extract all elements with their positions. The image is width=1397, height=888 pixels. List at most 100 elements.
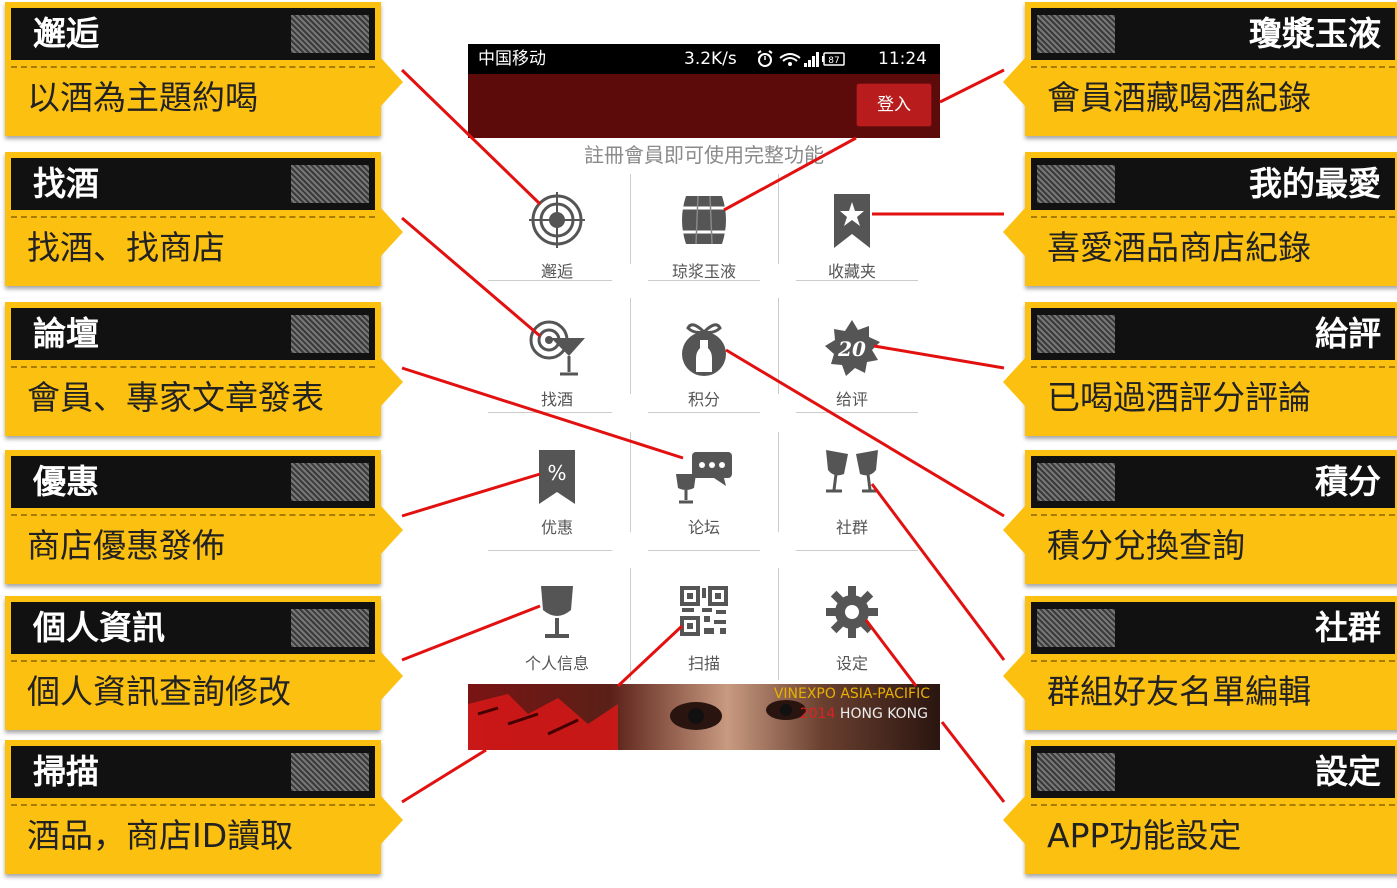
callout-desc: 積分兌換查詢 bbox=[1047, 526, 1245, 565]
callout-title: 個人資訊 bbox=[33, 608, 165, 647]
callout-title: 邂逅 bbox=[33, 14, 99, 53]
grid-item-label: 论坛 bbox=[687, 518, 720, 537]
callout-desc: 酒品，商店ID讀取 bbox=[27, 816, 294, 855]
network-speed: 3.2K/s bbox=[684, 49, 737, 69]
grid-item-wine-cellar[interactable]: 琼浆玉液 bbox=[630, 182, 778, 312]
callout-title: 積分 bbox=[1315, 462, 1381, 501]
grid-item-label: 社群 bbox=[835, 518, 868, 537]
divider bbox=[1031, 366, 1395, 368]
status-icons: 87 bbox=[757, 50, 845, 67]
callout-title: 給評 bbox=[1315, 314, 1381, 353]
callout-rating: 給評 已喝過酒評分評論 bbox=[1003, 302, 1397, 436]
wifi-icon bbox=[779, 53, 801, 66]
clock: 11:24 bbox=[878, 49, 927, 69]
texture-swatch bbox=[291, 463, 369, 501]
grid-item-label: 设定 bbox=[835, 654, 868, 673]
battery-level: 87 bbox=[828, 56, 839, 66]
grid-item-community[interactable]: 社群 bbox=[778, 438, 926, 568]
callout-encounter: 邂逅 以酒為主題約喝 bbox=[5, 2, 403, 136]
grid-divider bbox=[778, 568, 779, 680]
callout-header: 我的最愛 bbox=[1031, 158, 1395, 210]
callout-community: 社群 群組好友名單編輯 bbox=[1003, 596, 1397, 730]
callout-scan: 掃描 酒品，商店ID讀取 bbox=[5, 740, 403, 874]
divider bbox=[1031, 660, 1395, 662]
connector-settings-a bbox=[940, 721, 1006, 803]
rating-badge-icon: 20 bbox=[825, 320, 880, 376]
divider bbox=[1031, 804, 1395, 806]
grid-divider bbox=[796, 280, 918, 281]
callout-header: 社群 bbox=[1031, 602, 1395, 654]
grid-item-discount[interactable]: % 优惠 bbox=[483, 438, 631, 568]
grid-divider bbox=[630, 568, 631, 680]
grid-item-points[interactable]: 积分 bbox=[630, 310, 778, 440]
promo-banner[interactable]: VINEXPO ASIA-PACIFIC 2014 HONG KONG bbox=[468, 684, 940, 750]
status-bar: 中国移动 3.2K/s bbox=[468, 44, 940, 74]
grid-item-settings[interactable]: 设定 bbox=[778, 574, 926, 704]
texture-swatch bbox=[1037, 463, 1115, 501]
divider bbox=[1031, 66, 1395, 68]
callout-header: 優惠 bbox=[11, 456, 375, 508]
grid-item-label: 给评 bbox=[835, 390, 868, 409]
wine-glass-icon bbox=[541, 586, 573, 638]
callout-find-wine: 找酒 找酒、找商店 bbox=[5, 152, 403, 286]
grid-item-favorites[interactable]: 收藏夹 bbox=[778, 182, 926, 312]
phone-screen: 中国移动 3.2K/s bbox=[468, 44, 940, 750]
texture-swatch bbox=[1037, 315, 1115, 353]
grid-item-scan[interactable]: 扫描 bbox=[630, 574, 778, 704]
callout-header: 論壇 bbox=[11, 308, 375, 360]
callout-title: 社群 bbox=[1315, 608, 1381, 647]
callout-favorites: 我的最愛 喜愛酒品商店紀錄 bbox=[1003, 152, 1397, 286]
grid-item-find-wine[interactable]: 找酒 bbox=[483, 310, 631, 440]
callout-desc: 找酒、找商店 bbox=[27, 228, 225, 267]
callout-discount: 優惠 商店優惠發佈 bbox=[5, 450, 403, 584]
grid-item-personal-info[interactable]: 个人信息 bbox=[483, 574, 631, 704]
callout-title: 我的最愛 bbox=[1249, 164, 1381, 203]
grid-item-label: 收藏夹 bbox=[827, 262, 876, 281]
grid-divider bbox=[648, 412, 760, 413]
grid-item-label: 找酒 bbox=[540, 390, 573, 409]
callout-desc: 已喝過酒評分評論 bbox=[1047, 378, 1311, 417]
discount-tag-icon: % bbox=[539, 450, 575, 504]
divider bbox=[11, 804, 375, 806]
grid-item-rating[interactable]: 20 给评 bbox=[778, 310, 926, 440]
callout-header: 給評 bbox=[1031, 308, 1395, 360]
texture-swatch bbox=[291, 15, 369, 53]
grid-item-forum[interactable]: 论坛 bbox=[630, 438, 778, 568]
callout-desc: 以酒為主題約喝 bbox=[27, 78, 258, 117]
signal-icon bbox=[804, 52, 819, 67]
grid-divider bbox=[778, 174, 779, 264]
callout-title: 優惠 bbox=[33, 462, 99, 501]
grid-divider bbox=[778, 298, 779, 394]
callout-settings: 設定 APP功能設定 bbox=[1003, 740, 1397, 874]
chat-bubble-icon bbox=[676, 452, 732, 504]
callout-header: 設定 bbox=[1031, 746, 1395, 798]
cocktail-target-icon bbox=[529, 320, 585, 376]
callout-forum: 論壇 會員、專家文章發表 bbox=[5, 302, 403, 436]
texture-swatch bbox=[291, 315, 369, 353]
grid-item-label: 邂逅 bbox=[540, 262, 573, 281]
texture-swatch bbox=[1037, 753, 1115, 791]
grid-item-label: 个人信息 bbox=[524, 654, 589, 673]
grid-divider bbox=[488, 280, 612, 281]
callout-header: 瓊漿玉液 bbox=[1031, 8, 1395, 60]
login-button[interactable]: 登入 bbox=[856, 83, 932, 127]
callout-personal-info: 個人資訊 個人資訊查詢修改 bbox=[5, 596, 403, 730]
battery-icon bbox=[822, 52, 845, 66]
grid-divider bbox=[648, 550, 760, 551]
grid-item-encounter[interactable]: 邂逅 bbox=[483, 182, 631, 312]
callout-title: 找酒 bbox=[33, 164, 99, 203]
callout-desc: 會員酒藏喝酒紀錄 bbox=[1047, 78, 1311, 117]
callout-header: 找酒 bbox=[11, 158, 375, 210]
banner-year: 2014 bbox=[799, 706, 836, 722]
carrier-name: 中国移动 bbox=[478, 49, 546, 69]
callout-desc: APP功能設定 bbox=[1047, 816, 1242, 855]
rating-badge-text: 20 bbox=[837, 337, 866, 361]
gift-bottle-icon bbox=[682, 323, 726, 376]
alarm-icon bbox=[757, 50, 773, 67]
connector-wine-cellar-a bbox=[939, 68, 1005, 104]
grid-item-label: 琼浆玉液 bbox=[671, 262, 736, 281]
callout-title: 設定 bbox=[1315, 752, 1381, 791]
grid-divider bbox=[630, 298, 631, 394]
callout-desc: 個人資訊查詢修改 bbox=[27, 672, 291, 711]
cheers-glasses-icon bbox=[826, 450, 878, 493]
